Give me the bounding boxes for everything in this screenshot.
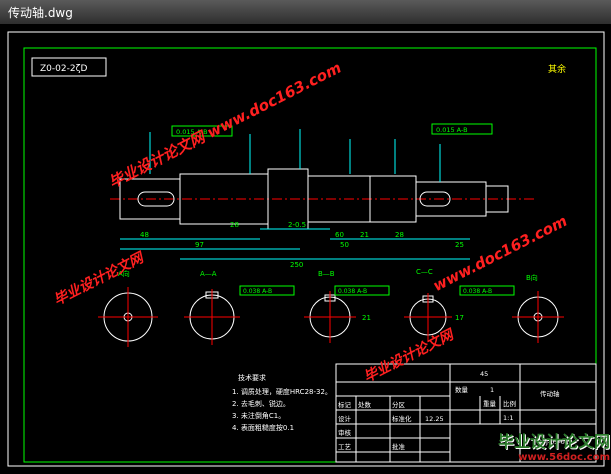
footer-brand: 毕业设计论文网 www.56doc.com	[470, 428, 610, 468]
view-b-label: B向	[526, 273, 538, 282]
dim-250: 250	[290, 261, 303, 269]
dimension-texts: 48 97 28 2-0.5 50 21 28 25 60 250	[140, 221, 464, 269]
tb-code: QPJ-05-01	[537, 438, 569, 446]
dimension-lines	[120, 129, 470, 260]
window-title: 传动轴.dwg	[8, 6, 73, 20]
dim-28: 28	[230, 221, 239, 229]
footer-brand-name: 毕业设计论文网	[497, 432, 610, 451]
stamp-box	[31, 57, 107, 77]
view-bb-label: B—B	[318, 270, 335, 278]
tb-scale-label: 比例	[503, 399, 516, 408]
tb-design: 设计	[338, 414, 352, 423]
tb-weight-label: 重量	[483, 400, 497, 408]
dim-25: 25	[455, 241, 464, 249]
dim-17-side: 17	[455, 314, 464, 322]
tech-requirements: 技术要求 1. 调质处理，硬度HRC28-32。 2. 去毛刺、锐边。 3. 未…	[232, 373, 332, 432]
tb-row-count: 处数	[358, 400, 372, 409]
view-a-label: A向	[118, 269, 130, 278]
view-aa-label: A—A	[200, 270, 217, 278]
tol-frame-5: 0.038 A-B	[463, 288, 492, 295]
tol-frame-4: 0.038 A-B	[338, 288, 367, 295]
dim-28b: 28	[395, 231, 404, 239]
tb-qty-label: 数量	[455, 385, 469, 394]
tb-qty: 1	[490, 386, 494, 394]
cad-drawing[interactable]: Z0-02-2ζD 其余	[0, 24, 611, 470]
outer-frame	[7, 31, 605, 467]
view-cc-label: C—C	[416, 268, 433, 276]
tech-line-4: 4. 表面粗糙度按0.1	[232, 423, 294, 432]
roughness-note: 其余	[548, 63, 566, 75]
dim-21: 21	[360, 231, 369, 239]
title-block	[335, 363, 597, 463]
tech-line-1: 1. 调质处理，硬度HRC28-32。	[232, 387, 332, 396]
tb-std: 标准化	[392, 414, 412, 423]
tol-frame-3-box	[239, 285, 295, 296]
tb-process: 工艺	[338, 443, 352, 451]
tb-check: 审核	[338, 428, 352, 437]
tb-approve: 批准	[392, 442, 406, 451]
tb-part-name: 传动轴	[540, 389, 560, 398]
tol-frame-5-box	[459, 285, 515, 296]
inner-frame	[23, 47, 597, 463]
tb-row-zone: 分区	[392, 400, 406, 409]
tb-row-mark: 标记	[338, 400, 352, 409]
tb-scale: 1:1	[503, 414, 513, 422]
tol-frame-4-box	[334, 285, 390, 296]
dim-50: 50	[340, 241, 349, 249]
tol-frame-3: 0.038 A-B	[243, 288, 272, 295]
stamp-label: Z0-02-2ζD	[40, 64, 87, 74]
tb-date: 12.25	[425, 415, 444, 423]
section-centerlines	[98, 287, 564, 347]
dim-60: 60	[335, 231, 344, 239]
window-titlebar: 传动轴.dwg	[0, 0, 611, 25]
dim-48: 48	[140, 231, 149, 239]
dim-21-side: 21	[362, 314, 371, 322]
tech-line-2: 2. 去毛刺、锐边。	[232, 399, 290, 408]
tech-heading: 技术要求	[238, 373, 266, 382]
tol-frame-1: 0.015 A-B	[176, 128, 208, 136]
tb-material: 45	[480, 370, 488, 378]
tol-frame-2: 0.015 A-B	[436, 126, 468, 134]
dim-2-0.5: 2-0.5	[288, 221, 306, 229]
tolerance-frames	[171, 123, 493, 137]
dim-97: 97	[195, 241, 204, 249]
drawing-canvas[interactable]: Z0-02-2ζD 其余	[0, 24, 611, 470]
tech-line-3: 3. 未注倒角C1。	[232, 411, 285, 420]
footer-brand-url: www.56doc.com	[518, 452, 610, 463]
